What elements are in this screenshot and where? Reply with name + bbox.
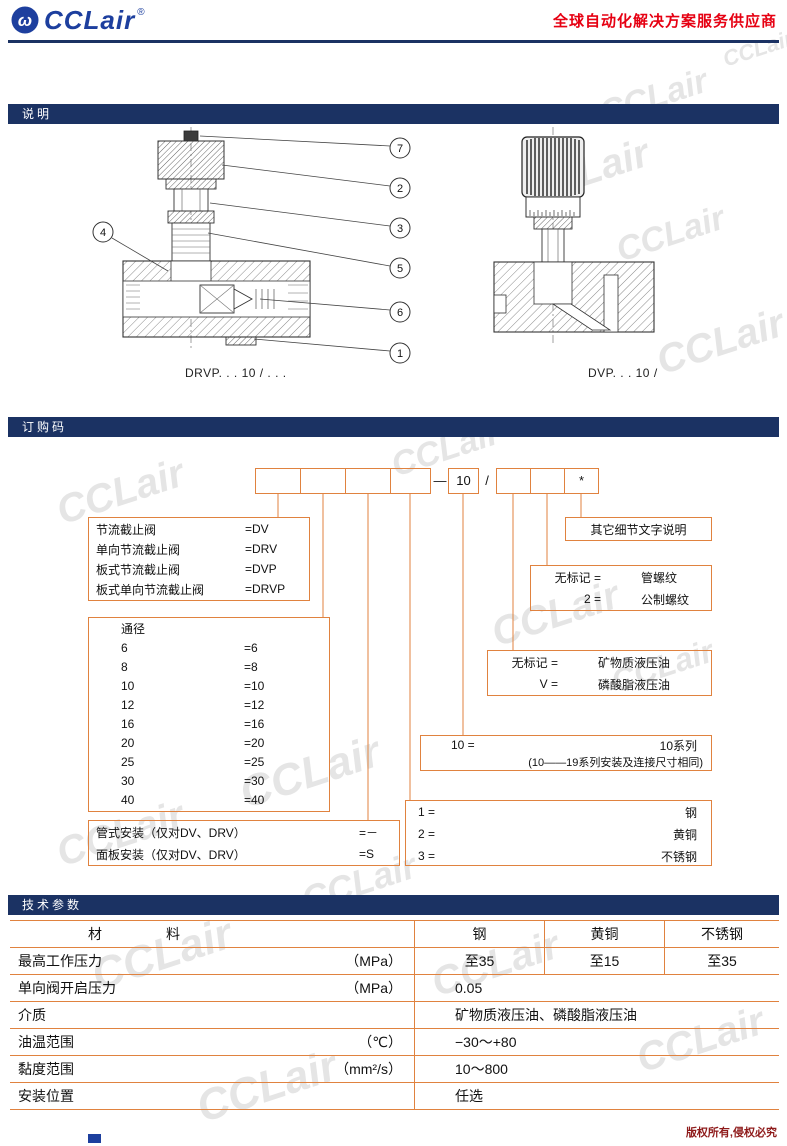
section-title-ordering: 订购码 bbox=[8, 417, 779, 437]
brand-logo-icon: ω bbox=[11, 6, 39, 34]
size-row: 12 =12 bbox=[121, 697, 265, 712]
mounting-row: 管式安装（仅对DV、DRV） =－ bbox=[96, 825, 379, 840]
valve-type-row: 节流截止阀 =DV bbox=[96, 522, 269, 537]
drawing-caption-dvp: DVP. . . 10 / bbox=[588, 366, 658, 380]
table-row-mounting-position: 安装位置 任选 bbox=[10, 1082, 779, 1109]
series-box: 10 = 10系列 (10——19系列安装及连接尺寸相同) bbox=[420, 735, 712, 771]
row-label: 单向阀开启压力 （MPa） bbox=[10, 975, 415, 1001]
cell-value: 至15 bbox=[545, 948, 665, 974]
svg-text:ω: ω bbox=[18, 11, 32, 30]
callout-number-2: 2 bbox=[397, 183, 403, 195]
code-box-mounting bbox=[345, 468, 391, 494]
material-row: 1 = 钢 bbox=[418, 805, 697, 820]
fluid-row: 无标记 = 矿物质液压油 bbox=[511, 655, 671, 670]
row-label: 油温范围 （℃） bbox=[10, 1029, 415, 1055]
size-title-row: 通径 bbox=[121, 622, 146, 636]
series-row: 10 = 10系列 bbox=[451, 738, 697, 753]
cell-brass: 黄铜 bbox=[545, 921, 665, 947]
brand-name: CCLair bbox=[44, 5, 136, 35]
footer-copyright: 版权所有,侵权必究 bbox=[685, 1127, 777, 1139]
size-row: 30 =30 bbox=[121, 773, 265, 788]
valve-cross-section-drawings: 7 2 3 5 6 1 4 bbox=[92, 127, 655, 364]
row-label: 介质 bbox=[10, 1002, 415, 1028]
dvp-valve-drawing bbox=[493, 127, 655, 343]
size-row: 10 =10 bbox=[121, 678, 265, 693]
valve-type-row: 板式节流截止阀 =DVP bbox=[96, 562, 277, 577]
material-box: 1 = 钢 2 = 黄铜 3 = 不锈钢 bbox=[405, 800, 712, 866]
cell-value: 任选 bbox=[455, 1088, 483, 1104]
table-row-max-pressure: 最高工作压力 （MPa） 至35 至15 至35 bbox=[10, 947, 779, 974]
page-header: ω CCLair ® 全球自动化解决方案服务供应商 bbox=[0, 0, 787, 40]
code-box-size bbox=[300, 468, 346, 494]
table-row-temp-range: 油温范围 （℃） −30～+80 bbox=[10, 1028, 779, 1055]
callout-number-1: 1 bbox=[397, 348, 403, 360]
section-title-description: 说明 bbox=[8, 104, 779, 124]
callout-leader-lines bbox=[111, 135, 391, 352]
callout-number-5: 5 bbox=[397, 263, 403, 275]
code-dash: — bbox=[433, 473, 447, 488]
valve-type-row: 单向节流截止阀 =DRV bbox=[96, 542, 278, 557]
row-label: 安装位置 bbox=[10, 1083, 415, 1109]
thread-box: 无标记 = 管螺纹 2 = 公制螺纹 bbox=[530, 565, 712, 611]
fluid-box: 无标记 = 矿物质液压油 V = 磷酸脂液压油 bbox=[487, 650, 712, 696]
brand-reg-mark: ® bbox=[137, 7, 145, 18]
cell-value: 0.05 bbox=[455, 980, 483, 996]
mounting-box: 管式安装（仅对DV、DRV） =－ 面板安装（仅对DV、DRV） =S bbox=[88, 820, 400, 866]
footer-mark bbox=[88, 1134, 101, 1143]
callout-number-6: 6 bbox=[397, 307, 403, 319]
cell-value: 至35 bbox=[415, 948, 545, 974]
size-row: 25 =25 bbox=[121, 754, 265, 769]
cell-value: 10～800 bbox=[455, 1061, 508, 1077]
tech-params-table: 材 料 钢 黄铜 不锈钢 最高工作压力 （MPa） 至35 至15 至35 单向… bbox=[10, 920, 779, 1110]
code-slash: / bbox=[485, 473, 489, 488]
row-label: 最高工作压力 （MPa） bbox=[10, 948, 415, 974]
code-box-material bbox=[390, 468, 431, 494]
row-label: 材 料 bbox=[10, 921, 415, 947]
table-row-medium: 介质 矿物质液压油、磷酸脂液压油 bbox=[10, 1001, 779, 1028]
code-box-series: 10 bbox=[448, 468, 479, 494]
fluid-row: V = 磷酸脂液压油 bbox=[539, 677, 671, 692]
other-details-box: 其它细节文字说明 bbox=[565, 517, 712, 541]
code-box-other: * bbox=[564, 468, 599, 494]
callout-number-7: 7 bbox=[397, 143, 403, 155]
material-row: 3 = 不锈钢 bbox=[418, 849, 697, 864]
code-box-valve-type bbox=[255, 468, 301, 494]
callout-number-3: 3 bbox=[397, 223, 403, 235]
size-box: 通径 6 =6 8 =8 10 =10 12 =12 16 =16 20 =20… bbox=[88, 617, 330, 812]
series-note-row: (10——19系列安装及连接尺寸相同) bbox=[528, 757, 703, 769]
table-row-viscosity: 黏度范围 （mm²/s） 10～800 bbox=[10, 1055, 779, 1082]
valve-types-box: 节流截止阀 =DV 单向节流截止阀 =DRV 板式节流截止阀 =DVP 板式单向… bbox=[88, 517, 310, 601]
drvp-valve-drawing bbox=[122, 127, 311, 349]
size-row: 8 =8 bbox=[121, 659, 258, 674]
size-row: 16 =16 bbox=[121, 716, 265, 731]
section-title-tech-params: 技术参数 bbox=[8, 895, 779, 915]
material-row: 2 = 黄铜 bbox=[418, 827, 697, 842]
thread-row: 无标记 = 管螺纹 bbox=[554, 570, 678, 585]
code-box-thread bbox=[530, 468, 565, 494]
cell-value: −30～+80 bbox=[455, 1034, 517, 1050]
code-box-fluid bbox=[496, 468, 531, 494]
thread-row: 2 = 公制螺纹 bbox=[583, 592, 690, 607]
table-row-material: 材 料 钢 黄铜 不锈钢 bbox=[10, 920, 779, 947]
row-label: 黏度范围 （mm²/s） bbox=[10, 1056, 415, 1082]
size-row: 20 =20 bbox=[121, 735, 265, 750]
callout-number-4: 4 bbox=[100, 227, 106, 239]
header-tagline: 全球自动化解决方案服务供应商 bbox=[552, 12, 777, 30]
table-row-check-pressure: 单向阀开启压力 （MPa） 0.05 bbox=[10, 974, 779, 1001]
drawing-caption-drvp: DRVP. . . 10 / . . . bbox=[185, 366, 287, 380]
header-rule bbox=[8, 40, 779, 43]
callout-circles bbox=[92, 137, 411, 364]
valve-type-row: 板式单向节流截止阀 =DRVP bbox=[96, 582, 286, 597]
mounting-row: 面板安装（仅对DV、DRV） =S bbox=[96, 847, 375, 862]
brand-logo: ω CCLair ® bbox=[10, 5, 145, 35]
cell-steel: 钢 bbox=[415, 921, 545, 947]
cell-stainless: 不锈钢 bbox=[701, 926, 743, 942]
cell-value: 矿物质液压油、磷酸脂液压油 bbox=[455, 1007, 637, 1023]
size-row: 6 =6 bbox=[121, 640, 258, 655]
cell-value: 至35 bbox=[707, 953, 737, 969]
size-row: 40 =40 bbox=[121, 792, 265, 807]
